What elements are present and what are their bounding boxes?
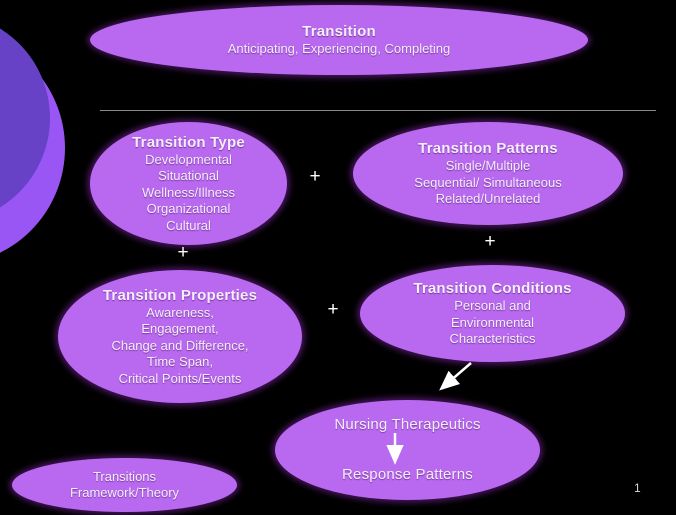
transition-type-node: Transition Type Developmental Situationa…	[90, 122, 287, 245]
transition-type-title: Transition Type	[132, 133, 245, 151]
response-patterns-title: Response Patterns	[342, 466, 473, 483]
transition-patterns-node: Transition Patterns Single/Multiple Sequ…	[353, 122, 623, 225]
arrow-conditions-to-nursing	[439, 362, 472, 391]
page-number: 1	[634, 481, 641, 495]
transition-properties-item: Time Span,	[147, 354, 213, 370]
transition-conditions-item: Characteristics	[449, 331, 536, 347]
section-divider	[100, 110, 656, 111]
nursing-therapeutics-node: Nursing Therapeutics Response Patterns	[275, 400, 540, 500]
transition-conditions-item: Personal and	[454, 298, 531, 314]
transition-type-item: Wellness/Illness	[142, 184, 235, 200]
transition-node: Transition Anticipating, Experiencing, C…	[90, 5, 588, 75]
transition-patterns-title: Transition Patterns	[418, 140, 558, 158]
transition-title: Transition	[302, 23, 376, 41]
transition-properties-item: Engagement,	[141, 321, 219, 337]
transition-type-item: Situational	[158, 168, 219, 184]
transition-properties-item: Critical Points/Events	[118, 370, 242, 386]
transition-conditions-item: Environmental	[450, 314, 535, 330]
transition-patterns-item: Related/Unrelated	[435, 191, 541, 207]
transition-properties-node: Transition Properties Awareness, Engagem…	[58, 270, 302, 403]
transition-type-item: Organizational	[146, 201, 231, 217]
transition-type-item: Developmental	[145, 151, 232, 167]
transition-properties-item: Awareness,	[146, 304, 214, 320]
transitions-framework-node: Transitions Framework/Theory	[12, 458, 237, 512]
transition-conditions-node: Transition Conditions Personal and Envir…	[360, 265, 625, 362]
transition-subtitle: Anticipating, Experiencing, Completing	[227, 41, 451, 57]
transition-type-item: Cultural	[166, 217, 211, 233]
framework-title-line1: Transitions	[92, 468, 157, 484]
framework-title-line2: Framework/Theory	[69, 485, 180, 500]
transition-properties-item: Change and Difference,	[111, 337, 249, 353]
transition-patterns-item: Single/Multiple	[445, 158, 531, 174]
transition-properties-title: Transition Properties	[102, 286, 258, 304]
transition-conditions-title: Transition Conditions	[413, 280, 572, 298]
nursing-therapeutics-title: Nursing Therapeutics	[334, 416, 481, 433]
transition-patterns-item: Sequential/ Simultaneous	[414, 174, 562, 190]
